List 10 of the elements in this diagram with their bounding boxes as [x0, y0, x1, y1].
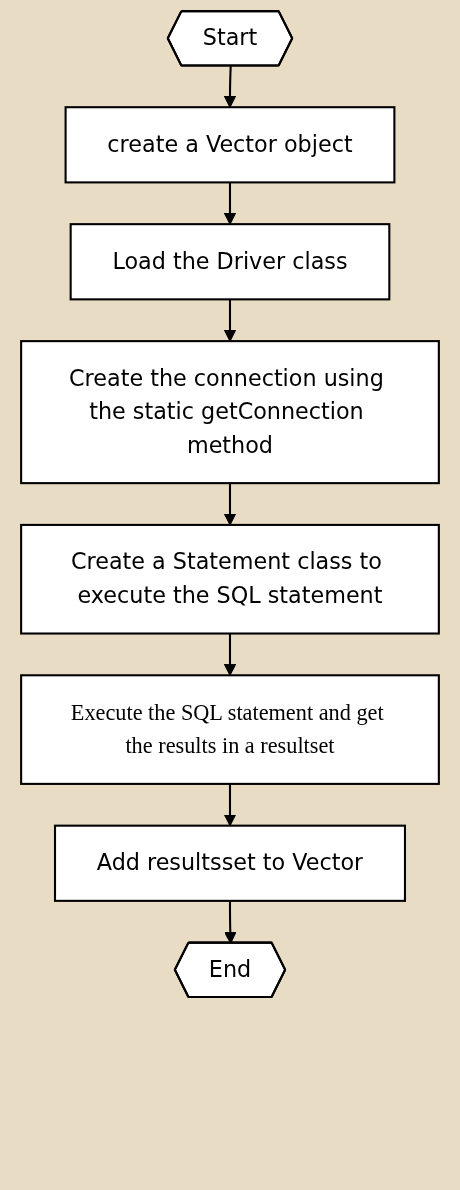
- arrow: [223, 66, 237, 108]
- node-box: create a Vector object: [64, 106, 396, 184]
- arrow: [223, 182, 237, 225]
- node-box: Load the Driver class: [69, 223, 391, 301]
- arrow: [223, 299, 237, 342]
- node-box: Execute the SQL statement and get the results in a resultset: [20, 674, 440, 785]
- arrow: [223, 633, 237, 676]
- node-box: Add resultsset to Vector: [53, 824, 406, 902]
- node-box: Create a Statement class to execute the SQL statement: [20, 523, 440, 635]
- node-box: Create the connection using the static getConnection method: [20, 340, 440, 485]
